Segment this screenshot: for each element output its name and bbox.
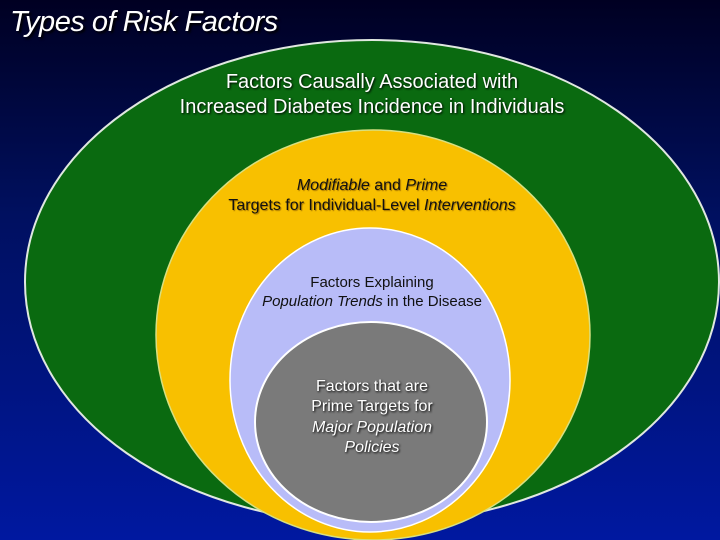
outer-label: Factors Causally Associated with Increas… <box>100 70 644 120</box>
text: and <box>369 177 406 194</box>
modifiable-label-line2: Targets for Individual-Level Interventio… <box>170 196 574 216</box>
policy-label-line1: Factors that are <box>315 378 429 395</box>
trends-label-line1: Factors Explaining <box>310 274 434 291</box>
text: Modifiable <box>296 177 370 194</box>
policy-label: Factors that are Prime Targets for Major… <box>270 377 474 459</box>
text: Population Trends <box>262 292 383 310</box>
outer-label-line2: Increased Diabetes Incidence in Individu… <box>179 96 565 118</box>
trends-label: Factors Explaining Population Trends in … <box>240 274 504 312</box>
slide-title: Types of Risk Factors <box>10 6 278 38</box>
text: Interventions <box>424 197 516 214</box>
text: Policies <box>344 439 400 457</box>
modifiable-label: Modifiable and Prime Targets for Individ… <box>170 176 574 216</box>
modifiable-label-line1: Modifiable and Prime <box>170 176 574 196</box>
text: Major Population <box>311 418 433 436</box>
circle-population-policies <box>254 321 488 523</box>
policy-label-line2: Prime Targets for <box>311 398 433 416</box>
outer-label-line1: Factors Causally Associated with <box>225 71 519 93</box>
text: Prime <box>405 177 448 194</box>
policy-label-line4: Policies <box>270 438 474 458</box>
policy-label-line3: Major Population <box>270 418 474 438</box>
text: Targets for Individual-Level <box>228 197 425 214</box>
text: in the Disease <box>382 292 482 310</box>
trends-label-line2: Population Trends in the Disease <box>240 293 504 312</box>
